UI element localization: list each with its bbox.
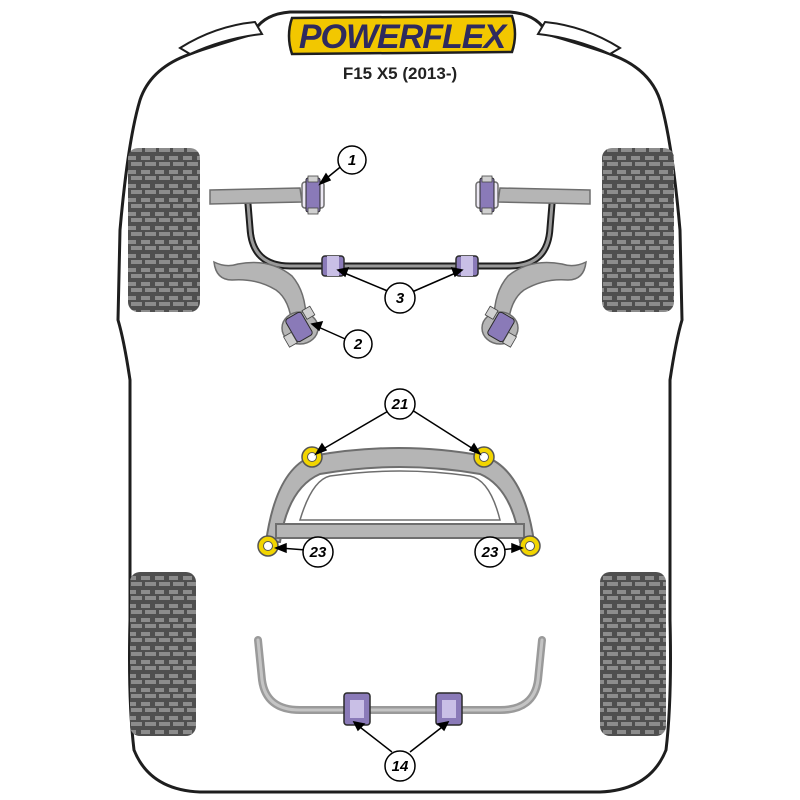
tyre-front-left bbox=[128, 148, 200, 312]
callout-14: 14 bbox=[384, 750, 416, 782]
front-arm-left bbox=[209, 187, 303, 205]
logo-badge bbox=[287, 14, 517, 56]
tyre-rear-right bbox=[600, 572, 666, 736]
bush-rear-arb-right bbox=[435, 692, 463, 726]
callout-23-left: 23 bbox=[302, 536, 334, 568]
callout-3: 3 bbox=[384, 282, 416, 314]
logo-text: POWERFLEX bbox=[299, 18, 509, 56]
tyre-rear-left bbox=[130, 572, 196, 736]
svg-text:23: 23 bbox=[481, 544, 499, 561]
svg-text:3: 3 bbox=[396, 290, 405, 307]
headlight-right bbox=[536, 20, 622, 56]
svg-text:14: 14 bbox=[392, 758, 409, 775]
brand-logo: POWERFLEX bbox=[287, 14, 517, 56]
callout-2: 2 bbox=[343, 329, 373, 359]
leader-lines bbox=[273, 163, 525, 753]
model-subtitle: F15 X5 (2013-) bbox=[343, 64, 457, 83]
bush-subframe-rear-left bbox=[257, 535, 279, 557]
bush-subframe-rear-right bbox=[519, 535, 541, 557]
headlight-left bbox=[178, 20, 264, 56]
bush-front-arm-left bbox=[301, 175, 325, 215]
bush-lower-arm-right bbox=[481, 305, 519, 348]
tyre-front-right bbox=[602, 148, 674, 312]
rear-subframe-inner bbox=[298, 470, 501, 521]
front-arm-right bbox=[497, 187, 591, 205]
bush-rear-arb-left bbox=[343, 692, 371, 726]
svg-text:21: 21 bbox=[391, 396, 409, 413]
callout-23-right: 23 bbox=[474, 536, 506, 568]
svg-text:23: 23 bbox=[309, 544, 327, 561]
bush-front-arm-right bbox=[475, 175, 499, 215]
bush-lower-arm-left bbox=[281, 305, 319, 348]
svg-text:1: 1 bbox=[348, 152, 356, 169]
rear-subframe-crossmember bbox=[275, 523, 525, 539]
svg-text:2: 2 bbox=[353, 336, 363, 353]
callout-21: 21 bbox=[384, 388, 416, 420]
callout-1: 1 bbox=[337, 145, 367, 175]
